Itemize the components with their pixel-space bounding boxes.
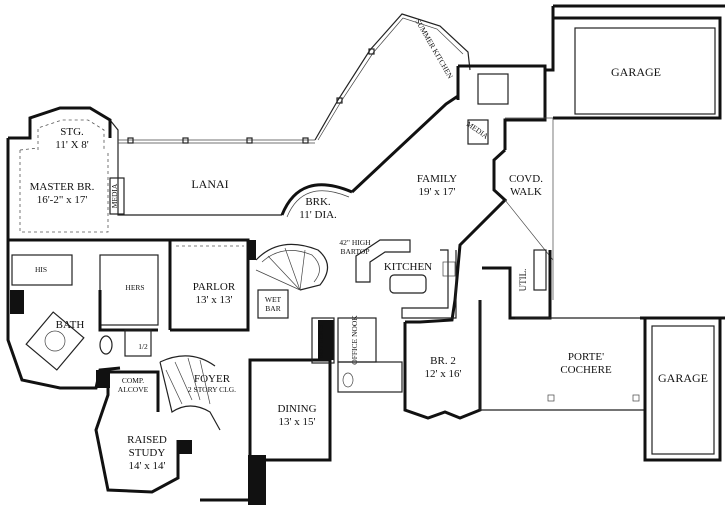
stg-label: STG.	[60, 126, 84, 138]
lanai-columns	[127, 48, 375, 144]
comp-alcove-label-1: COMP.	[122, 376, 144, 385]
garage-top-label: GARAGE	[611, 65, 661, 79]
summer-kitchen-label: SUMMER KITCHEN	[413, 17, 455, 80]
study-size: 14' x 14'	[129, 460, 166, 472]
porte-cochere-label-1: PORTE'	[568, 351, 604, 363]
master-suite-walls	[6, 106, 170, 242]
master-br-size: 16'-2" x 17'	[37, 194, 88, 206]
parlor-walls	[168, 238, 329, 332]
media-upper-label: MEDIA	[465, 119, 491, 141]
garage-top	[545, 4, 725, 300]
brk-size: 11' DIA.	[299, 209, 337, 221]
lanai-outline	[109, 13, 471, 216]
family-walls	[350, 64, 554, 324]
dining-size: 13' x 15'	[279, 416, 316, 428]
porte-cochere-label-2: COCHERE	[560, 364, 612, 376]
butlers-label: BUTLER'S	[316, 325, 325, 360]
lanai-label: LANAI	[191, 177, 228, 191]
brk-label: BRK.	[305, 196, 331, 208]
comp-alcove-label-2: ALCOVE	[118, 385, 149, 394]
breakfast-bay	[280, 183, 353, 218]
study-label-2: STUDY	[129, 447, 166, 459]
covd-walk-label-2: WALK	[510, 186, 542, 198]
wet-bar-label-2: BAR	[265, 304, 280, 313]
parlor-size: 13' x 13'	[196, 294, 233, 306]
family-label: FAMILY	[417, 173, 457, 185]
kitchen-label: KITCHEN	[384, 261, 432, 273]
bath-label: BATH	[56, 319, 85, 331]
br2-size: 12' x 16'	[425, 368, 462, 380]
stg-size: 11' X 8'	[55, 139, 89, 151]
parlor-label: PARLOR	[193, 281, 236, 293]
office-nook-label: OFFICE NOOK	[350, 315, 359, 365]
study-label-1: RAISED	[127, 434, 167, 446]
foyer-walls	[94, 355, 266, 505]
bartop-label-2: BARTOP	[340, 247, 369, 256]
porte-cochere-area	[479, 249, 725, 462]
hers-label: HERS	[125, 283, 144, 292]
his-label: HIS	[35, 265, 47, 274]
master-br-label: MASTER BR.	[30, 181, 95, 193]
dining-walls	[265, 320, 334, 462]
foyer-sub-label: 2 STORY CLG.	[188, 385, 236, 394]
media-left-label: MEDIA	[110, 183, 119, 208]
covd-walk-label-1: COVD.	[509, 173, 543, 185]
util-label: UTIL.	[518, 269, 528, 292]
bath-walls	[6, 240, 159, 390]
bartop-label-1: 42" HIGH	[339, 238, 371, 247]
wet-bar-label-1: WET	[265, 295, 282, 304]
br2-label: BR. 2	[430, 355, 456, 367]
foyer-label: FOYER	[194, 373, 231, 385]
kitchen-counters	[355, 239, 457, 319]
family-size: 19' x 17'	[419, 186, 456, 198]
garage-right-label: GARAGE	[658, 371, 708, 385]
dining-label: DINING	[277, 403, 316, 415]
half-bath-label: 1/2	[138, 342, 148, 351]
